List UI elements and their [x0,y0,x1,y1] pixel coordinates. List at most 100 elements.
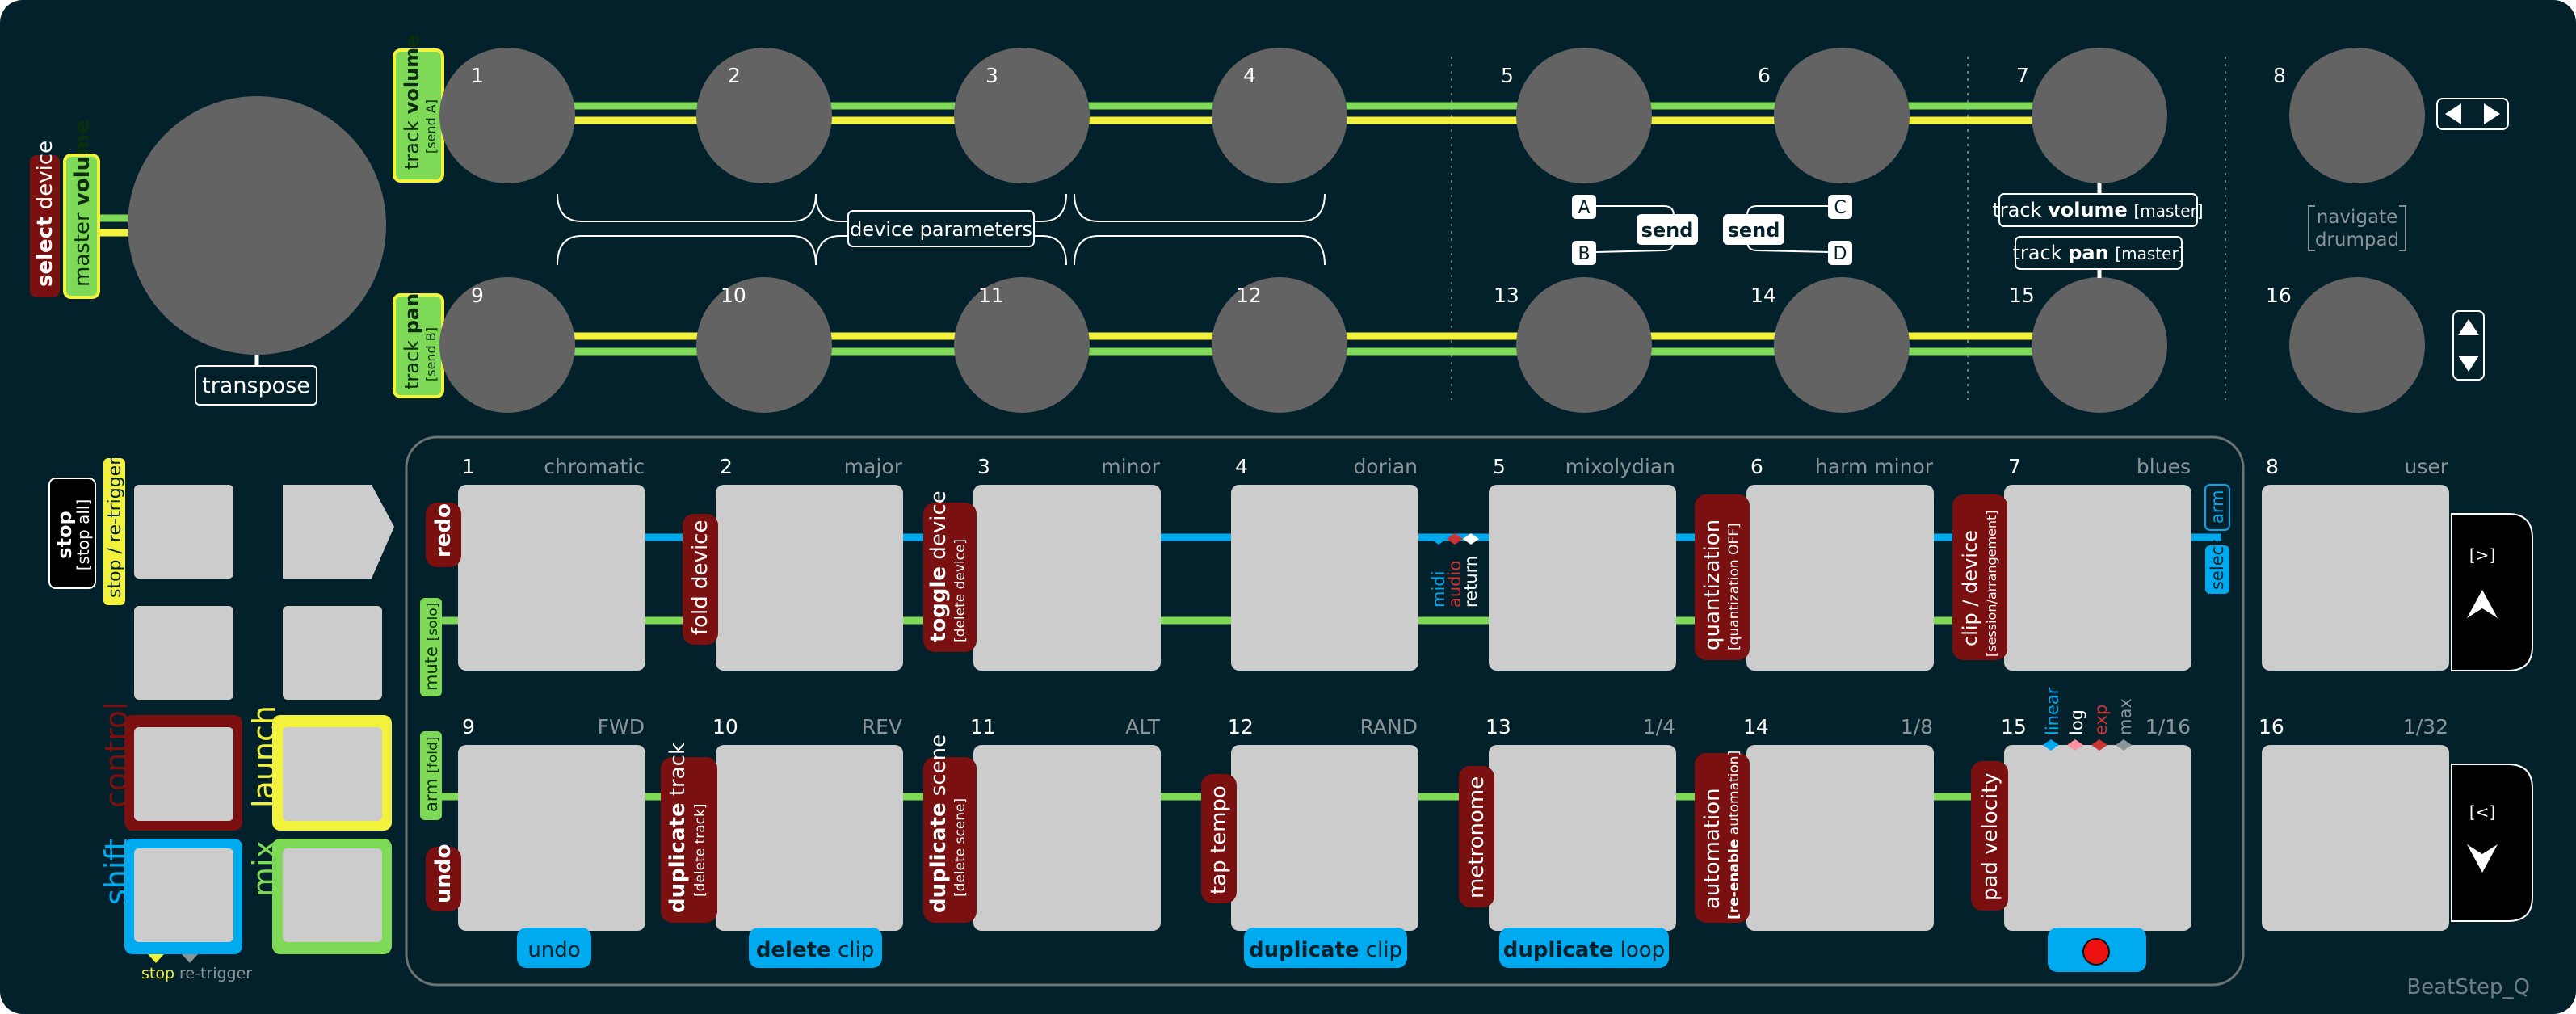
pad-labels-bottom: 9 FWD 10 REV 11 ALT 12 RAND 13 1/4 14 1/… [462,715,2448,738]
foot-retrigger-label: re-trigger [179,965,252,982]
encoder-number: 1 [471,64,484,87]
foot-stop-label: stop [141,965,174,982]
encoder-4-knob[interactable] [1212,48,1347,183]
stop-tag: stop [stop all] [48,478,96,589]
metronome-tag: metronome [1459,766,1494,907]
pad-15[interactable] [2004,745,2191,931]
encoder-number: 13 [1494,284,1519,307]
chevron-down-icon [2467,844,2498,873]
encoder-10-knob[interactable] [696,277,832,413]
send-label-left: send [1641,219,1694,242]
scene-up-button[interactable]: [>] [2451,513,2533,671]
encoder-13-knob[interactable] [1516,277,1652,413]
record-button[interactable] [134,606,233,700]
volume-label: volume [70,120,95,206]
pad-10[interactable] [716,745,903,931]
pad-scale: 1/32 [2403,715,2448,738]
encoder-12-knob[interactable] [1212,277,1347,413]
svg-text:duplicate scene: duplicate scene [927,734,951,913]
svg-text:[delete device]: [delete device] [952,539,969,642]
svg-text:midi: midi [1429,571,1448,608]
encoder-8-knob[interactable] [2289,48,2425,183]
left-right-arrows[interactable] [2436,98,2509,130]
pad-scale: FWD [598,715,645,738]
svg-text:[send B]: [send B] [423,327,439,381]
up-down-arrows[interactable] [2452,310,2485,381]
pads-top-row [458,485,2449,671]
encoder-number: 3 [985,64,998,87]
encoder-15-knob[interactable] [2032,277,2167,413]
pad-16[interactable] [2262,745,2449,931]
encoder-14-knob[interactable] [1774,277,1910,413]
encoder-numbers-bottom: 9 10 11 12 13 14 15 16 [471,284,2292,307]
back-glyph: [<] [2469,802,2495,822]
encoder-16-knob[interactable] [2289,277,2425,413]
pad-1[interactable] [458,485,645,671]
pad-4[interactable] [1231,485,1418,671]
arrow-down-icon [2458,356,2479,372]
shift-button[interactable] [134,848,233,942]
device-name: BeatStep_Q [2406,975,2530,999]
encoder-7-knob[interactable] [2032,48,2167,183]
pad-12[interactable] [1231,745,1418,931]
pad-number: 9 [462,715,475,738]
encoder-9-knob[interactable] [439,277,575,413]
pad-scale: dorian [1353,455,1418,478]
svg-text:arm: arm [2208,490,2227,524]
pad-2[interactable] [716,485,903,671]
svg-text:exp: exp [2091,705,2111,735]
bottom-undo-tab: undo [517,928,591,968]
pad-13[interactable] [1489,745,1676,931]
retrigger-marker-icon [182,954,198,963]
pad-scale: harm minor [1815,455,1934,478]
send-c-letter: C [1834,198,1846,218]
pad-6[interactable] [1746,485,1934,671]
pad-labels-top: 1 chromatic 2 major 3 minor 4 dorian 5 m… [462,455,2449,478]
svg-text:duplicate loop: duplicate loop [1503,938,1665,962]
pattern-button[interactable] [283,606,382,700]
encoder-number: 9 [471,284,484,307]
pad-number: 1 [462,455,475,478]
encoder-5-knob[interactable] [1516,48,1652,183]
redo-tag: redo [426,503,461,567]
stop-button[interactable] [134,485,233,579]
pad-7[interactable] [2004,485,2191,671]
select-device-tag: select device [30,141,60,297]
encoder-11-knob[interactable] [954,277,1090,413]
svg-text:audio: audio [1445,561,1464,608]
encoder-2-knob[interactable] [696,48,832,183]
pad-number: 15 [2001,715,2027,738]
pad-3[interactable] [973,485,1161,671]
svg-text:automation: automation [1700,788,1725,909]
pad-5[interactable] [1489,485,1676,671]
pad-scale: 1/16 [2145,715,2191,738]
svg-text:max: max [2116,698,2135,735]
encoder-6-knob[interactable] [1774,48,1910,183]
svg-text:metronome: metronome [1464,776,1489,898]
device-label: device [33,141,57,209]
toggle-device-tag: toggle device [delete device] [923,490,977,652]
encoder-3-knob[interactable] [954,48,1090,183]
launch-button[interactable] [283,727,382,821]
svg-text:[delete scene]: [delete scene] [952,798,969,897]
scene-down-button[interactable]: [<] [2451,764,2533,922]
svg-text:delete clip: delete clip [756,938,874,962]
mix-button[interactable] [283,848,382,942]
svg-text:[session/arrangement]: [session/arrangement] [1984,510,1999,657]
master-encoder-knob[interactable] [128,96,386,355]
track-pan-tag: track pan [send B] [393,293,444,398]
encoder-number: 5 [1501,64,1514,87]
record-tab [2048,928,2146,972]
control-button[interactable] [134,727,233,821]
pad-9[interactable] [458,745,645,931]
play-button[interactable] [283,485,394,579]
pad-14[interactable] [1746,745,1934,931]
encoder-1-knob[interactable] [439,48,575,183]
svg-text:[quantization OFF]: [quantization OFF] [1726,523,1742,650]
pad-number: 5 [1493,455,1506,478]
pad-8[interactable] [2262,485,2449,671]
encoder-number: 15 [2009,284,2035,307]
master-volume-label: track volume [master] [1992,199,2203,221]
pad-scale: ALT [1125,715,1161,738]
pad-11[interactable] [973,745,1161,931]
